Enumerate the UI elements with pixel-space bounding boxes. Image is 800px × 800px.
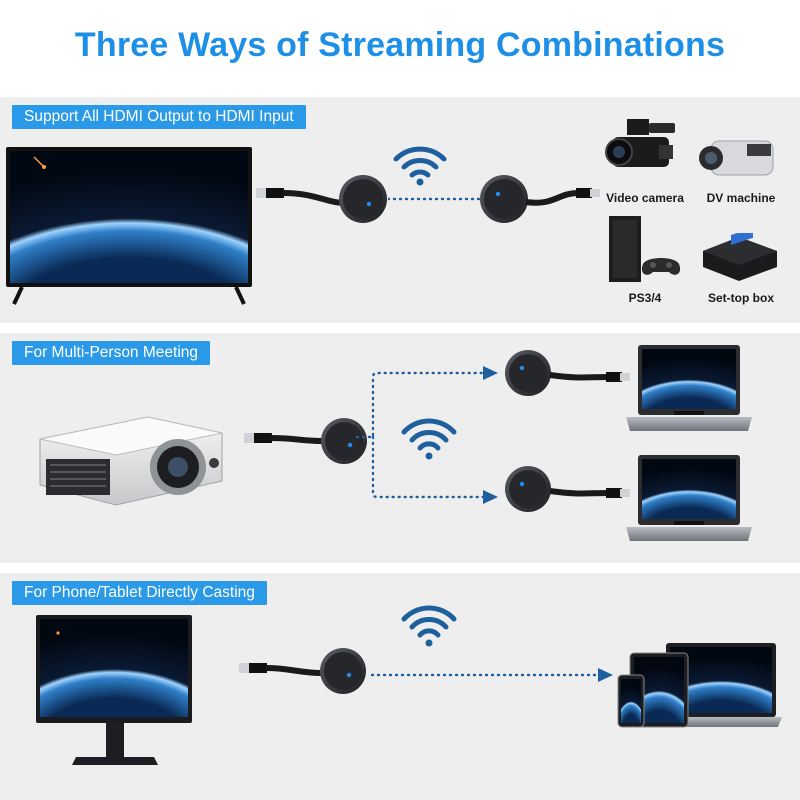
page-title: Three Ways of Streaming Combinations bbox=[74, 26, 726, 64]
hdmi-dongle-transmitter bbox=[505, 350, 630, 396]
section-multi-person-meeting: For Multi-Person Meeting bbox=[0, 333, 800, 563]
game-console-icon bbox=[609, 216, 681, 282]
wifi-icon bbox=[401, 418, 457, 460]
wifi-icon bbox=[393, 146, 447, 186]
hdmi-dongle-receiver bbox=[256, 175, 387, 223]
wireless-link-dotted-line bbox=[370, 668, 613, 682]
device-label-set-top-box: Set-top box bbox=[708, 291, 774, 305]
device-label-dv-machine: DV machine bbox=[706, 191, 776, 205]
device-label-video-camera: Video camera bbox=[606, 191, 684, 205]
hdmi-dongle-transmitter bbox=[505, 466, 630, 512]
hdmi-dongle-receiver bbox=[239, 648, 366, 694]
monitor-icon bbox=[36, 615, 192, 765]
section-tag-meeting: For Multi-Person Meeting bbox=[12, 341, 211, 365]
section-tag-phone-tablet: For Phone/Tablet Directly Casting bbox=[12, 581, 267, 605]
projector-icon bbox=[39, 416, 223, 506]
section-hdmi-output: Support All HDMI Output to HDMI Input bbox=[0, 97, 800, 323]
wifi-icon bbox=[401, 605, 457, 647]
laptop-icon bbox=[626, 455, 752, 541]
mobile-devices-icon bbox=[617, 643, 782, 728]
hdmi-dongle-transmitter bbox=[480, 175, 600, 223]
section-phone-tablet-casting: For Phone/Tablet Directly Casting bbox=[0, 573, 800, 800]
wireless-branch-lines bbox=[355, 366, 498, 504]
device-label-ps34: PS3/4 bbox=[628, 291, 662, 305]
tv-icon bbox=[6, 147, 252, 305]
set-top-box-icon bbox=[703, 233, 777, 281]
dv-camcorder-icon bbox=[699, 140, 774, 176]
laptop-icon bbox=[626, 345, 752, 431]
wireless-link-dotted-line bbox=[388, 197, 488, 201]
hdmi-dongle-receiver bbox=[244, 418, 367, 464]
video-camera-icon bbox=[605, 119, 675, 167]
section-tag-hdmi: Support All HDMI Output to HDMI Input bbox=[12, 105, 306, 129]
